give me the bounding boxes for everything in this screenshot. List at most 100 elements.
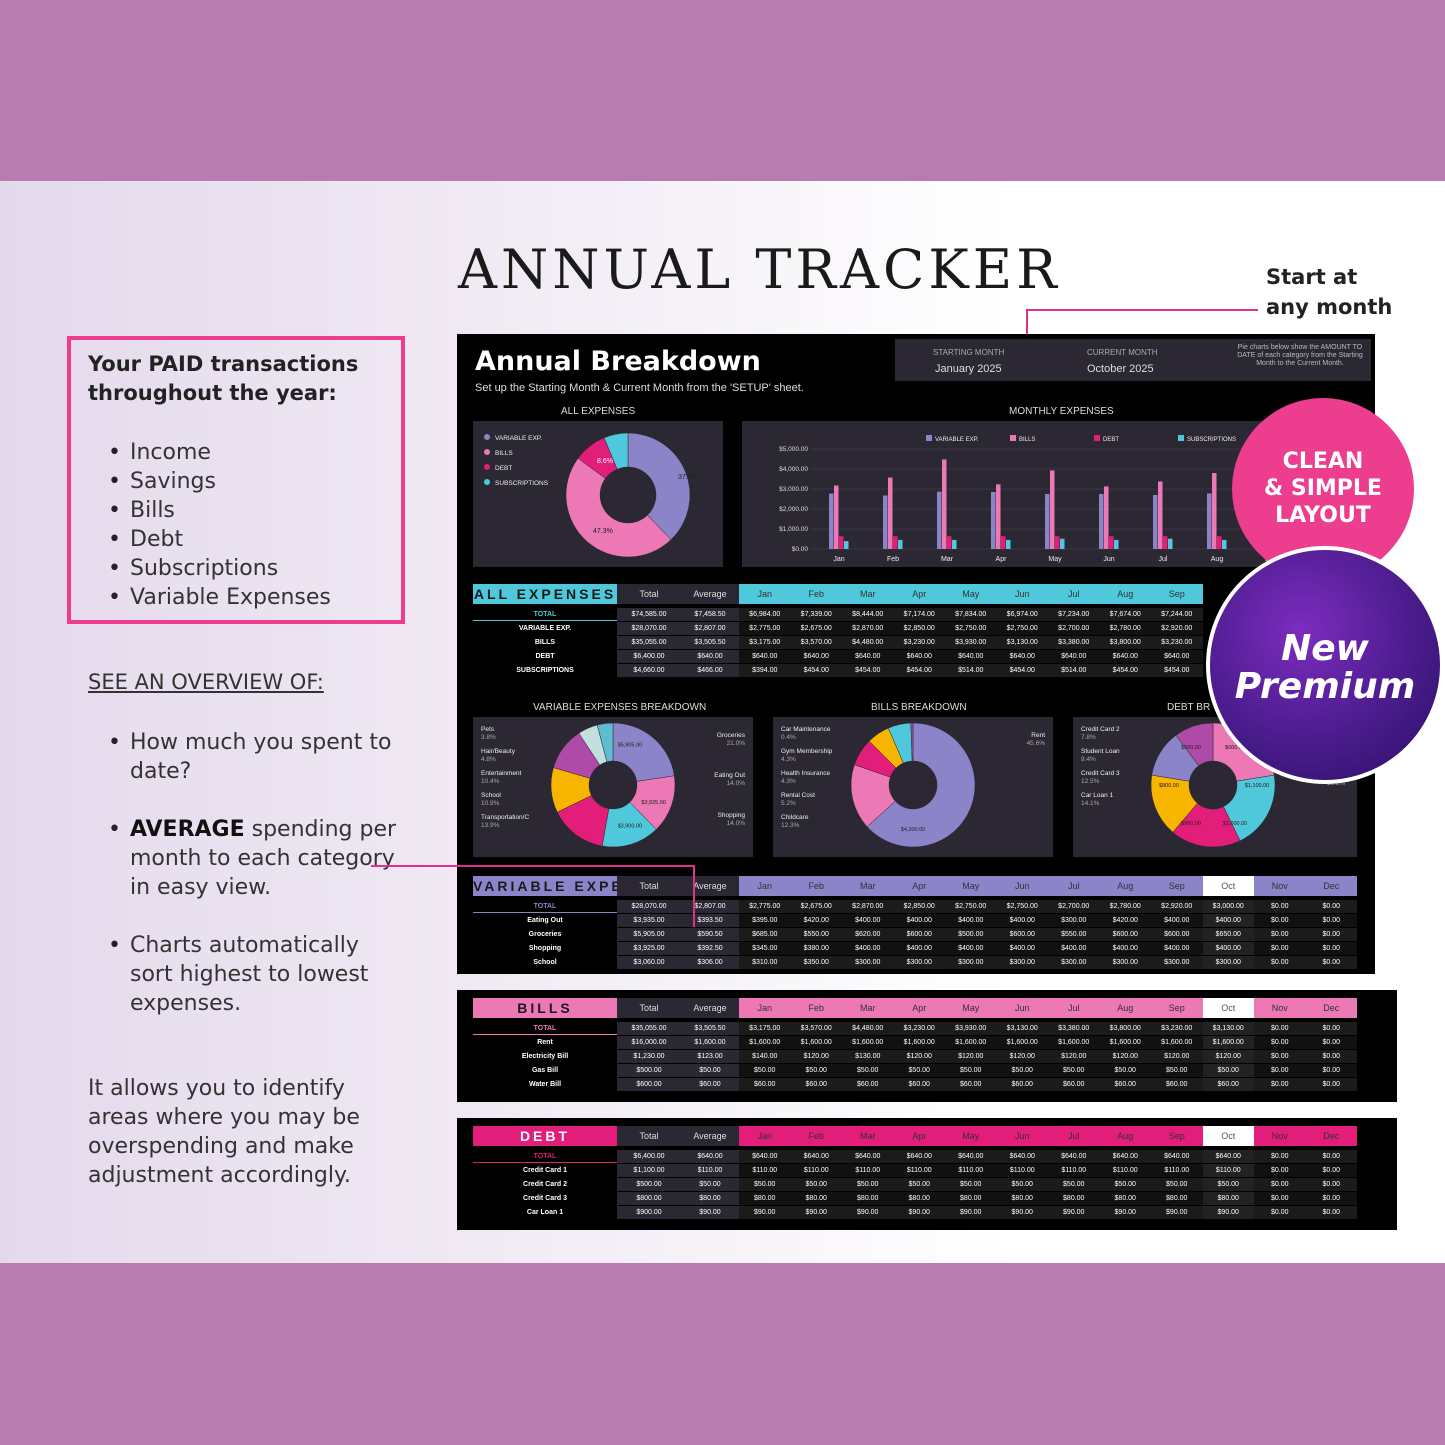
month-header: Oct — [1202, 1126, 1254, 1146]
row-month-value: $60.00 — [945, 1078, 997, 1091]
row-total: $16,000.00 — [617, 1036, 681, 1049]
row-month-value: $2,850.00 — [893, 622, 945, 635]
row-total: $3,935.00 — [617, 914, 681, 927]
row-month-value: $50.00 — [1048, 1178, 1100, 1191]
row-label: TOTAL — [473, 608, 617, 621]
breakdown-label: Transportation/C — [481, 814, 529, 821]
bar — [1207, 493, 1212, 549]
row-month-value: $120.00 — [790, 1050, 842, 1063]
row-month-value: $1,600.00 — [1202, 1036, 1254, 1049]
start-connector-line — [1026, 309, 1258, 311]
row-month-value: $6,984.00 — [739, 608, 791, 621]
month-header: Jul — [1048, 584, 1100, 604]
row-month-value: $60.00 — [1048, 1078, 1100, 1091]
y-tick-label: $5,000.00 — [779, 446, 808, 453]
row-month-value: $454.00 — [1099, 664, 1151, 677]
row-month-value: $50.00 — [996, 1064, 1048, 1077]
month-header: Jan — [739, 998, 791, 1018]
row-month-value: $80.00 — [1151, 1192, 1203, 1205]
row-month-value: $90.00 — [842, 1206, 894, 1219]
row-month-value: $4,480.00 — [842, 636, 894, 649]
row-average: $90.00 — [681, 1206, 739, 1219]
bar — [1212, 473, 1217, 549]
monthly-expenses-chart: $0.00$1,000.00$2,000.00$3,000.00$4,000.0… — [779, 435, 1352, 563]
row-average: $50.00 — [681, 1064, 739, 1077]
breakdown-percent: 13.9% — [481, 822, 500, 829]
legend-label: DEBT — [495, 465, 512, 472]
paid-item-label: Bills — [130, 498, 175, 523]
row-month-value: $120.00 — [1151, 1050, 1203, 1063]
breakdown-label: Health Insurance — [781, 770, 831, 777]
bar — [829, 493, 834, 549]
row-month-value: $640.00 — [1151, 1150, 1203, 1163]
y-tick-label: $3,000.00 — [779, 486, 808, 493]
breakdown-percent: 10.4% — [481, 778, 500, 785]
paid-title: Your PAID transactions throughout the ye… — [88, 352, 359, 405]
row-month-value: $310.00 — [739, 956, 791, 969]
breakdown-percent: 4.8% — [481, 756, 496, 763]
row-label: Electricity Bill — [521, 1053, 569, 1060]
month-header: Mar — [842, 1126, 894, 1146]
row-month-value: $8,444.00 — [842, 608, 894, 621]
row-month-value: $7,674.00 — [1099, 608, 1151, 621]
row-month-value: $2,850.00 — [893, 900, 945, 913]
row-month-value: $50.00 — [893, 1064, 945, 1077]
table-row: VARIABLE EXP.$28,070.00$2,807.00$2,775.0… — [473, 622, 1357, 635]
row-month-value: $300.00 — [1048, 914, 1100, 927]
overview-bold: AVERAGE — [130, 817, 245, 842]
legend-label: SUBSCRIPTIONS — [495, 480, 549, 487]
slice-value: $600.00 — [1225, 745, 1245, 751]
row-month-value: $2,920.00 — [1151, 622, 1203, 635]
bar — [1006, 539, 1011, 549]
month-header: May — [945, 1126, 997, 1146]
row-month-value: $640.00 — [1202, 1150, 1254, 1163]
row-month-value: $2,775.00 — [739, 900, 791, 913]
row-month-value: $620.00 — [842, 928, 894, 941]
table-row: DEBT$6,400.00$640.00$640.00$640.00$640.0… — [473, 650, 1357, 663]
month-header: Apr — [893, 1126, 945, 1146]
page-title: ANNUAL TRACKER — [458, 238, 1061, 301]
slice-label: 37.8% — [678, 474, 698, 481]
table-title: BILLS — [473, 998, 617, 1018]
row-month-value: $640.00 — [996, 1150, 1048, 1163]
slice-value: $3,925.00 — [641, 800, 665, 806]
row-total: $6,400.00 — [617, 1150, 681, 1163]
row-month-value: $300.00 — [1099, 956, 1151, 969]
row-month-value: $3,800.00 — [1099, 636, 1151, 649]
overview-text: How much you spent to date? — [130, 730, 392, 784]
row-month-value: $0.00 — [1305, 914, 1357, 927]
bar — [834, 485, 839, 549]
slice-value: $500.00 — [1181, 745, 1201, 751]
row-month-value: $90.00 — [893, 1206, 945, 1219]
row-month-value: $300.00 — [1151, 956, 1203, 969]
bar — [1055, 536, 1060, 549]
row-month-value: $0.00 — [1254, 942, 1306, 955]
row-month-value: $2,870.00 — [842, 622, 894, 635]
row-month-value: $640.00 — [790, 1150, 842, 1163]
month-header: Jun — [996, 876, 1048, 896]
legend-label: VARIABLE EXP. — [495, 435, 542, 442]
row-month-value: $3,930.00 — [945, 1022, 997, 1035]
start-note: Start at any month — [1266, 265, 1393, 319]
row-label: Groceries — [528, 931, 562, 938]
breakdown-label: Eating Out — [714, 772, 745, 779]
average-callout-line — [371, 865, 695, 867]
legend-swatch — [1178, 435, 1184, 441]
x-tick-label: Apr — [996, 556, 1008, 563]
table-row: Credit Card 1$1,100.00$110.00$110.00$110… — [473, 1164, 1357, 1177]
row-month-value: $60.00 — [739, 1078, 791, 1091]
row-month-value: $3,380.00 — [1048, 636, 1100, 649]
row-month-value: $640.00 — [945, 1150, 997, 1163]
row-month-value: $395.00 — [739, 914, 791, 927]
row-month-value: $80.00 — [945, 1192, 997, 1205]
bar — [1060, 538, 1065, 549]
row-month-value: $2,700.00 — [1048, 900, 1100, 913]
row-month-value: $600.00 — [893, 928, 945, 941]
breakdown-label: Gym Membership — [781, 748, 833, 755]
row-month-value: $60.00 — [842, 1078, 894, 1091]
bar — [1050, 470, 1055, 549]
bar — [844, 541, 849, 549]
row-month-value: $640.00 — [1151, 650, 1203, 663]
